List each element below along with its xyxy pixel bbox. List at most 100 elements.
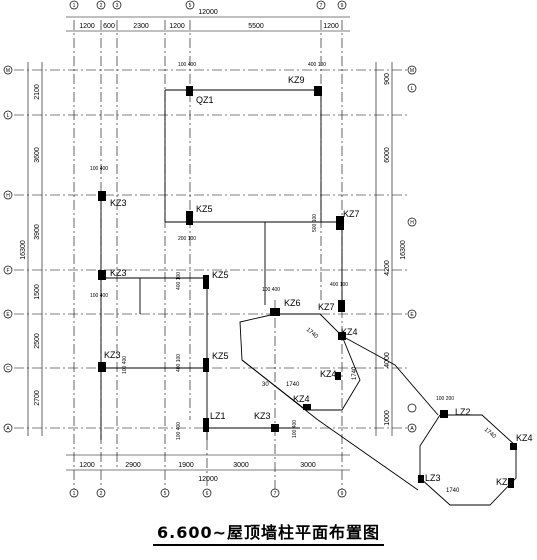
- grid-label-bottom: 7: [274, 491, 277, 497]
- column-label: KZ3: [104, 350, 121, 360]
- bottom-dim: 2900: [125, 462, 141, 469]
- top-total-dim: 12000: [198, 9, 218, 16]
- column-block: [98, 362, 106, 372]
- left-dim: 1500: [34, 284, 41, 300]
- column-block: [418, 475, 424, 483]
- column-label: KZ4: [341, 327, 358, 337]
- right-dim: 1000: [384, 410, 391, 426]
- column-block: [303, 404, 311, 410]
- grid-label-left: M: [6, 68, 10, 74]
- octagon-label: 1740: [305, 327, 320, 341]
- column-dims: 100 400: [122, 356, 128, 374]
- grid-label-right: E: [410, 312, 414, 318]
- column-label: KZ5: [212, 270, 229, 280]
- grid-label-bottom: 6: [206, 491, 209, 497]
- column-block: [508, 478, 514, 488]
- column-blocks: [98, 86, 517, 488]
- grid-label-bottom: 2: [100, 491, 103, 497]
- column-dims: 100 400: [292, 420, 298, 438]
- column-size-annotations: 100 400 400 100 100 400 200 100 500 100 …: [90, 62, 454, 440]
- column-block: [271, 424, 279, 432]
- grid-label-top: 7: [320, 3, 323, 9]
- grid-label-left: F: [6, 268, 9, 274]
- bottom-dim: 1900: [178, 462, 194, 469]
- column-block: [203, 358, 209, 372]
- column-label: KZ7: [343, 209, 360, 219]
- column-block: [270, 308, 280, 316]
- column-label: LZ2: [455, 407, 471, 417]
- column-label: KZ4: [293, 394, 310, 404]
- left-dimension-texts: 16300 2100 3600 3900 1500 2500 2700: [20, 84, 41, 406]
- column-dims: 100 200: [436, 396, 454, 402]
- right-dim: 4000: [384, 352, 391, 368]
- top-dimension-texts: 12000 1200 600 2300 1200 5500 1200: [79, 9, 339, 30]
- column-block: [338, 300, 345, 312]
- column-block: [440, 410, 448, 418]
- column-dims: 500 100: [312, 214, 318, 232]
- drawing-title-text: 6.600~屋顶墙柱平面布置图: [152, 523, 385, 546]
- horizontal-grid-lines: [14, 69, 410, 429]
- bottom-dim: 3000: [233, 462, 249, 469]
- right-dim: 900: [384, 73, 391, 85]
- left-dim: 2700: [34, 390, 41, 406]
- column-dims: 100 400: [90, 293, 108, 299]
- column-dims: 200 100: [178, 236, 196, 242]
- grid-label-right: M: [410, 68, 414, 74]
- grid-label-bottom: 5: [164, 491, 167, 497]
- left-total-dim: 16300: [20, 240, 27, 260]
- top-dim: 2300: [133, 23, 149, 30]
- column-label: LZ1: [210, 411, 226, 421]
- column-block: [186, 86, 193, 96]
- column-block: [336, 216, 344, 230]
- grid-label-top: 5: [189, 3, 192, 9]
- drawing-title: 6.600~屋顶墙柱平面布置图: [0, 519, 537, 546]
- octagon-label: 1740: [352, 366, 358, 380]
- column-label: LZ3: [425, 473, 441, 483]
- grid-bubbles: [3, 0, 417, 498]
- grid-label-left: A: [6, 426, 10, 432]
- bottom-dim: 3000: [300, 462, 316, 469]
- column-block: [203, 418, 209, 432]
- grid-label-left: E: [6, 312, 10, 318]
- column-label: QZ1: [196, 95, 214, 105]
- left-dim: 3900: [34, 224, 41, 240]
- column-label: KZ5: [212, 351, 229, 361]
- grid-label-top: 2: [100, 3, 103, 9]
- top-dim: 1200: [323, 23, 339, 30]
- top-dim: 1200: [79, 23, 95, 30]
- column-label: KZ6: [284, 298, 301, 308]
- column-labels: QZ1 KZ9 KZ3 KZ5 KZ7 KZ3 KZ5 KZ6 KZ7 KZ4 …: [104, 75, 533, 487]
- grid-label-top: 1: [73, 3, 76, 9]
- column-dims: 400 100: [176, 354, 182, 372]
- grid-label-bottom: 1: [73, 491, 76, 497]
- grid-label-right: A: [410, 426, 414, 432]
- column-block: [98, 270, 106, 280]
- column-dims: 400 100: [330, 282, 348, 288]
- octagon-label: 1740: [483, 427, 498, 441]
- right-dim: 6000: [384, 147, 391, 163]
- column-dims: 100 400: [262, 287, 280, 293]
- column-label: KZ9: [288, 75, 305, 85]
- column-label: KZ5: [196, 204, 213, 214]
- right-dimension-texts: 900 6000 4200 4000 1000 16300: [384, 73, 407, 426]
- grid-label-left: C: [6, 366, 10, 372]
- column-dims: 400 100: [308, 62, 326, 68]
- octagon-label: 30: [262, 382, 269, 388]
- grid-label-top: 9: [341, 3, 344, 9]
- column-block: [510, 443, 517, 450]
- column-label: KZ4: [320, 369, 337, 379]
- left-dim: 2100: [34, 84, 41, 100]
- grid-bubble-labels: 1 2 3 5 7 9 1 2 5 6 7 9 M L H F E C A M …: [6, 3, 414, 497]
- left-dim: 2500: [34, 333, 41, 349]
- right-dim: 4200: [384, 260, 391, 276]
- grid-label-right: H: [410, 220, 414, 226]
- grid-label-left: H: [6, 193, 10, 199]
- dimension-lines: [27, 16, 393, 471]
- top-dim: 1200: [169, 23, 185, 30]
- right-total-dim: 16300: [400, 240, 407, 260]
- top-dim: 5500: [248, 23, 264, 30]
- walls: [100, 89, 517, 506]
- column-label: KZ3: [254, 411, 271, 421]
- column-dims: 100 400: [176, 422, 182, 440]
